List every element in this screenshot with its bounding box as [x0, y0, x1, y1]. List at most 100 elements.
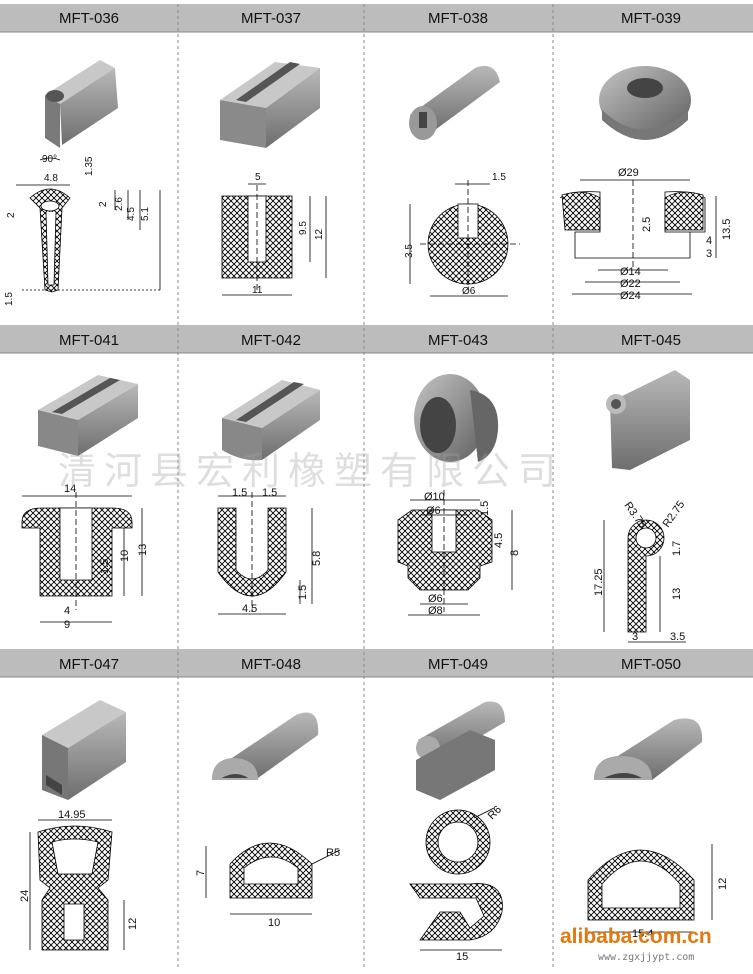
svg-text:R6: R6 [486, 804, 504, 822]
cross-section-drawing [409, 180, 520, 297]
svg-text:Ø24: Ø24 [620, 290, 641, 302]
part-mft-042: 1.5 1.5 5.8 1.5 4.5 [217, 380, 323, 615]
cross-section-drawing [409, 807, 503, 951]
rendered-profile-image [38, 375, 138, 456]
svg-text:8: 8 [509, 550, 521, 556]
cross-section-drawing [587, 844, 713, 933]
svg-text:5.8: 5.8 [311, 551, 323, 566]
part-code: MFT-036 [59, 10, 119, 27]
part-mft-041: 14 1.5 10 13 4 9 [21, 375, 149, 631]
part-code: MFT-043 [428, 332, 488, 349]
svg-text:Ø6: Ø6 [426, 505, 441, 517]
rendered-profile-image [414, 374, 499, 462]
svg-text:4.8: 4.8 [44, 173, 58, 184]
cross-section-drawing [21, 492, 143, 623]
svg-text:4: 4 [64, 605, 70, 617]
cross-section-drawing [205, 842, 341, 915]
cross-section-drawing [29, 819, 125, 951]
site-url: www.zgxjjypt.com [598, 952, 695, 963]
svg-text:Ø6: Ø6 [428, 593, 443, 605]
svg-text:13: 13 [671, 588, 683, 600]
rendered-profile-image [45, 60, 118, 148]
svg-text:1.5: 1.5 [4, 292, 15, 306]
cross-section-drawing [397, 490, 513, 616]
svg-text:Ø10: Ø10 [424, 491, 445, 503]
svg-text:12: 12 [717, 878, 729, 890]
svg-text:3: 3 [706, 248, 712, 260]
part-code: MFT-041 [59, 332, 119, 349]
part-mft-045: R3.75 R2.75 1.7 17.25 13 3 3.5 [593, 370, 690, 643]
dimension-labels: 12 15.4 [632, 878, 729, 940]
part-code: MFT-042 [241, 332, 301, 349]
svg-text:12: 12 [314, 228, 325, 240]
cross-section-drawing [16, 157, 161, 293]
part-mft-047: 14.95 24 12 [19, 700, 139, 951]
svg-text:R5: R5 [326, 847, 340, 859]
rendered-profile-image [594, 718, 703, 780]
dimension-labels: 7 R5 10 [195, 847, 340, 929]
cross-section-drawing [217, 492, 313, 615]
part-mft-037: 5 9.5 12 11 [220, 62, 327, 296]
svg-text:9: 9 [64, 619, 70, 631]
svg-text:3: 3 [632, 631, 638, 643]
svg-text:12: 12 [127, 918, 139, 930]
svg-text:4.5: 4.5 [242, 603, 257, 615]
alibaba-logo: alibaba.com.cn [560, 925, 712, 948]
svg-text:13.5: 13.5 [721, 219, 733, 240]
part-mft-048: 7 R5 10 [195, 712, 341, 929]
svg-text:1.5: 1.5 [297, 585, 309, 600]
svg-text:5.1: 5.1 [140, 207, 151, 221]
part-code: MFT-047 [59, 656, 119, 673]
cross-section-drawing [559, 179, 717, 295]
column-dividers [177, 4, 554, 970]
dimension-labels: Ø10 Ø6 1.5 4.5 8 Ø6 Ø8 [424, 491, 521, 617]
rendered-profile-image [212, 712, 319, 780]
svg-text:R2.75: R2.75 [661, 499, 688, 530]
svg-text:5: 5 [255, 172, 261, 183]
svg-text:Ø6: Ø6 [462, 286, 476, 297]
part-code: MFT-039 [621, 10, 681, 27]
svg-text:9.5: 9.5 [298, 221, 309, 235]
cross-section-drawing [603, 519, 686, 643]
svg-text:24: 24 [19, 890, 31, 902]
svg-text:4.5: 4.5 [126, 207, 137, 221]
part-code: MFT-045 [621, 332, 681, 349]
cross-section-drawing [221, 183, 327, 296]
svg-text:1.5: 1.5 [492, 172, 506, 183]
svg-text:14.95: 14.95 [58, 809, 86, 821]
row-header-1 [0, 4, 753, 677]
part-mft-049: R6 15 [409, 701, 505, 963]
part-mft-039: Ø29 2.5 4 3 13.5 Ø14 Ø22 Ø24 [559, 66, 733, 302]
svg-text:4: 4 [706, 235, 712, 247]
part-code: MFT-050 [621, 656, 681, 673]
svg-text:2: 2 [98, 201, 109, 207]
svg-text:Ø29: Ø29 [618, 167, 639, 179]
part-code: MFT-037 [241, 10, 301, 27]
dimension-labels: 1.5 1.5 5.8 1.5 4.5 [232, 487, 323, 615]
dimension-labels: 1.5 3.5 Ø6 [404, 172, 506, 297]
svg-text:17.25: 17.25 [593, 568, 605, 596]
svg-text:Ø14: Ø14 [620, 266, 641, 278]
svg-text:15.4: 15.4 [632, 928, 653, 940]
svg-text:10: 10 [268, 917, 280, 929]
rendered-profile-image [599, 66, 691, 140]
rendered-profile-image [222, 380, 320, 461]
dimension-labels: 5 9.5 12 11 [252, 172, 325, 296]
svg-text:13: 13 [137, 544, 149, 556]
part-code: MFT-048 [241, 656, 301, 673]
svg-text:3.5: 3.5 [404, 244, 415, 258]
svg-text:2.6: 2.6 [114, 197, 125, 211]
dimension-labels: 14.95 24 12 [19, 809, 139, 930]
rendered-profile-image [42, 700, 126, 800]
svg-text:1.35: 1.35 [84, 156, 95, 176]
dimension-labels: 14 1.5 10 13 4 9 [64, 483, 149, 631]
svg-text:1.7: 1.7 [671, 541, 683, 556]
dimension-labels: Ø29 2.5 4 3 13.5 Ø14 Ø22 Ø24 [618, 167, 733, 302]
svg-text:1.5: 1.5 [479, 501, 491, 516]
part-mft-036: 90° 4.8 1.35 2 2 2.6 4.5 5.1 1.5 [4, 60, 161, 306]
part-mft-043: Ø10 Ø6 1.5 4.5 8 Ø6 Ø8 [397, 374, 521, 617]
svg-text:1.5: 1.5 [232, 487, 247, 499]
dimension-labels: 90° 4.8 1.35 2 2 2.6 4.5 5.1 1.5 [4, 154, 151, 306]
svg-text:2.5: 2.5 [641, 217, 653, 232]
